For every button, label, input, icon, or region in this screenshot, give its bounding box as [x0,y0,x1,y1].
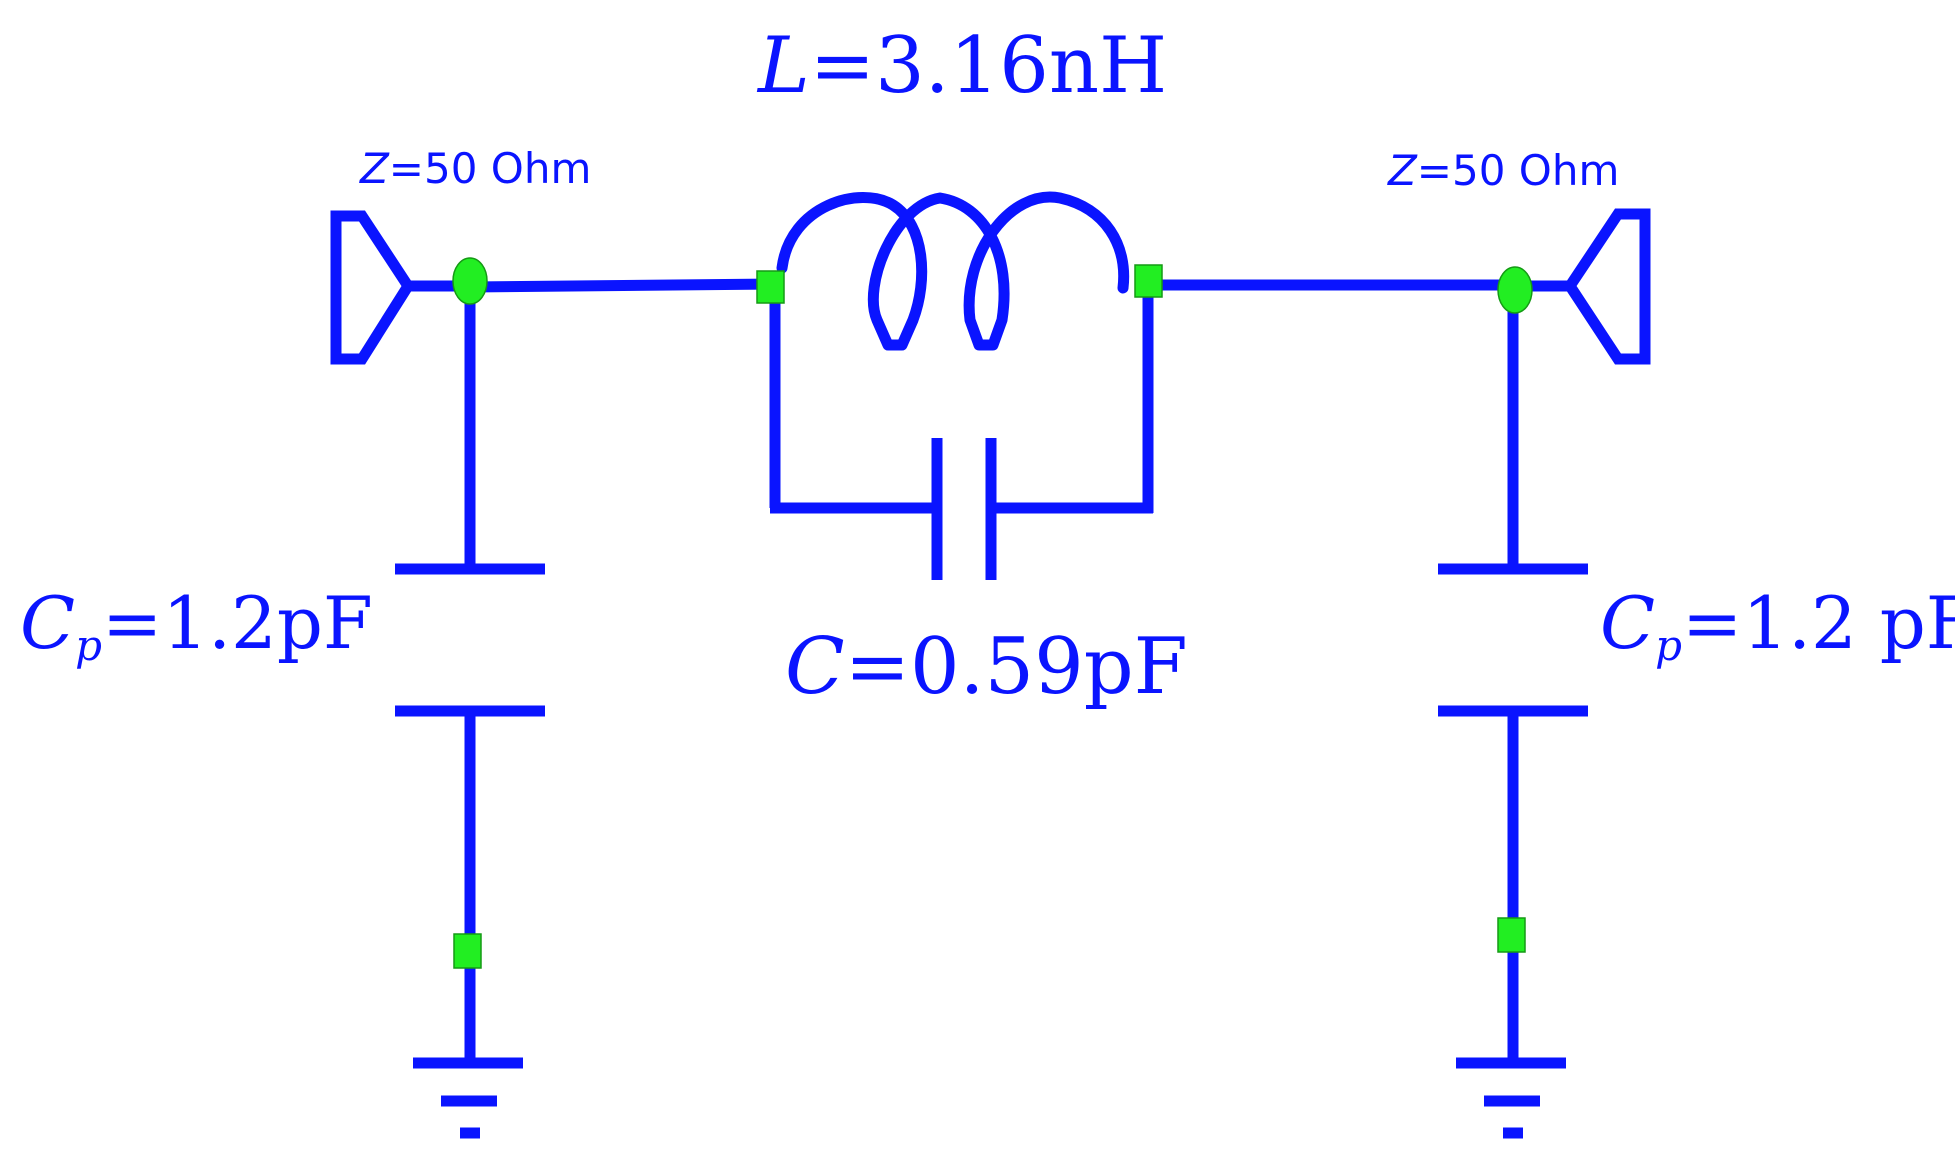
left-shunt-cap-label: Cp=1.2pF [20,581,373,670]
left-ground-icon [413,1057,523,1139]
right-port-terminal [1563,208,1651,365]
inductor-label: L=3.16nH [756,21,1167,111]
series-cap-label: C=0.59pF [785,622,1188,712]
left-port-impedance-label: Z=50 Ohm [359,144,591,193]
inductor-left-pin [756,270,785,304]
wire-left-to-inductor [469,278,771,293]
right-port-impedance-label: Z=50 Ohm [1387,146,1619,195]
left-port-terminal [330,210,415,365]
right-shunt-cap-label: Cp=1.2 pF [1600,581,1955,670]
right-ground-pin [1497,917,1526,953]
left-port-node [452,257,488,305]
left-ground-pin [453,933,482,969]
inductor-right-pin [1134,264,1163,298]
right-port-node [1497,266,1533,314]
inductor-coil-icon [776,191,1130,351]
right-ground-icon [1456,1057,1566,1139]
